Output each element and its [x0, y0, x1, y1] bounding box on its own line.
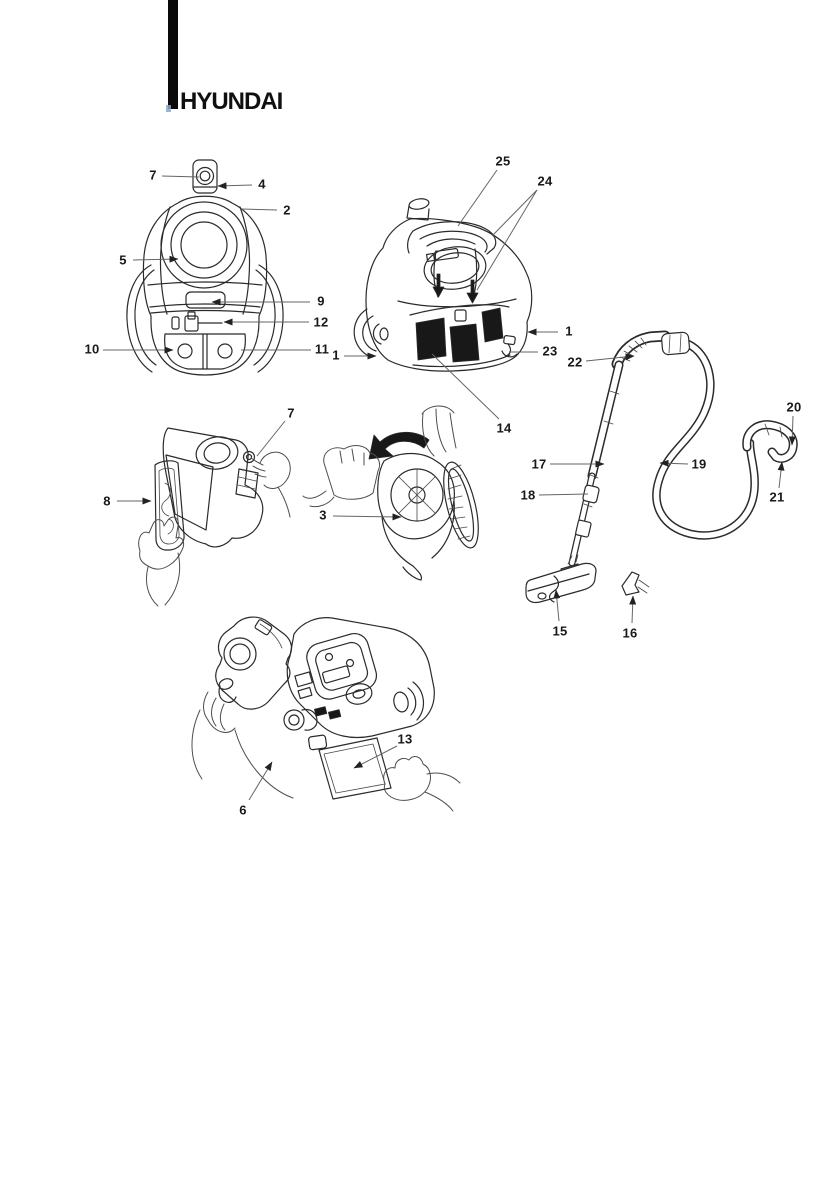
callout-label-front-view-9: 9 [317, 293, 325, 309]
callout-label-hose-wand-17: 17 [531, 456, 547, 472]
figure-filter-removal [138, 427, 291, 607]
callout-label-rear-perspective-1: 1 [332, 347, 340, 363]
logo-bar-decoration [168, 0, 178, 109]
callout-label-rear-perspective-23: 23 [542, 343, 558, 359]
callout-label-hose-wand-21: 21 [769, 489, 785, 505]
figure-dust-container-removal [302, 405, 479, 581]
callout-label-hose-wand-15: 15 [552, 623, 568, 639]
callout-label-bottom-view-13: 13 [397, 731, 413, 747]
callout-label-hose-wand-19: 19 [691, 456, 707, 472]
callout-label-front-view-11: 11 [314, 341, 330, 357]
callout-label-front-view-12: 12 [313, 314, 329, 330]
callout-label-bottom-view-6: 6 [239, 802, 247, 818]
figure-hose-wand-accessories [525, 330, 798, 604]
callout-label-front-view-2: 2 [283, 202, 291, 218]
brand-logo-text: HYUNDAI [180, 88, 283, 115]
callout-label-dust-container-3: 3 [319, 507, 327, 523]
callout-label-rear-perspective-1: 1 [565, 323, 573, 339]
logo-registered-mark [166, 105, 171, 112]
callout-label-front-view-7: 7 [149, 167, 157, 183]
callout-label-filter-removal-8: 8 [103, 493, 111, 509]
callout-label-front-view-10: 10 [84, 341, 100, 357]
figure-front-view [126, 159, 284, 376]
figure-bottom-view-filter-removal [191, 616, 461, 812]
callout-label-hose-wand-18: 18 [520, 487, 536, 503]
callout-label-filter-removal-7: 7 [287, 405, 295, 421]
callout-label-front-view-4: 4 [258, 176, 266, 192]
callout-label-front-view-5: 5 [119, 252, 127, 268]
callout-label-rear-perspective-14: 14 [496, 420, 512, 436]
callout-label-rear-perspective-24: 24 [537, 173, 553, 189]
callout-label-hose-wand-16: 16 [622, 625, 638, 641]
callout-label-hose-wand-20: 20 [786, 399, 802, 415]
callout-label-rear-perspective-25: 25 [495, 153, 511, 169]
callout-label-hose-wand-22: 22 [567, 354, 583, 370]
figure-rear-perspective-view [353, 198, 533, 372]
